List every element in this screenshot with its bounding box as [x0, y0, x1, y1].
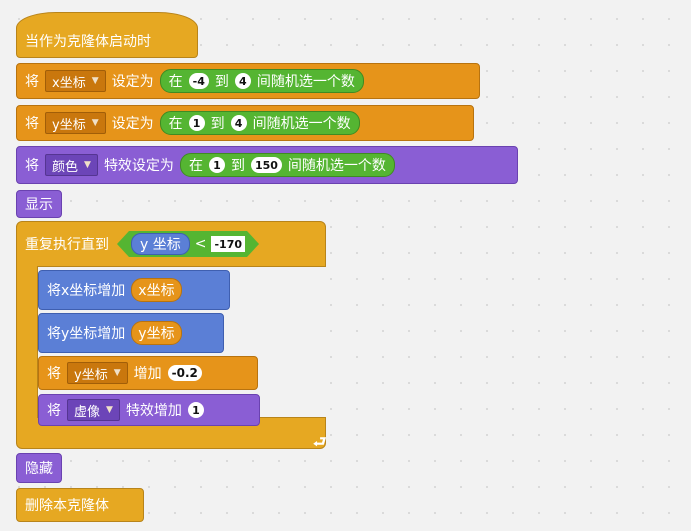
random-from-input[interactable]: -4 [188, 73, 209, 89]
hide-label: 隐藏 [25, 461, 53, 477]
set-to-label: 设定为 [111, 74, 154, 90]
set-x-variable-block[interactable]: 将 x坐标 ▼ 设定为 在 -4 到 4 间随机选一个数 [16, 63, 480, 99]
set-label: 将 [25, 158, 39, 174]
set-effect-to-label: 特效设定为 [103, 158, 174, 174]
variable-name: y坐标 [74, 367, 108, 383]
change-label: 将 [47, 366, 61, 382]
pick-random-suffix: 间随机选一个数 [256, 74, 355, 90]
random-to-input[interactable]: 150 [250, 157, 282, 173]
delete-this-clone-block[interactable]: 删除本克隆体 [16, 488, 144, 522]
random-to-input[interactable]: 4 [234, 73, 251, 89]
variable-dropdown[interactable]: y坐标 ▼ [45, 112, 106, 134]
pick-random-block[interactable]: 在 1 到 4 间随机选一个数 [159, 111, 360, 135]
change-effect-by-label: 特效增加 [125, 403, 182, 419]
hide-block[interactable]: 隐藏 [16, 453, 62, 483]
effect-name: 颜色 [52, 159, 79, 175]
chevron-down-icon: ▼ [91, 76, 99, 86]
change-y-block[interactable]: 将y坐标增加 y坐标 [38, 313, 224, 353]
y-position-reporter[interactable]: y 坐标 [131, 233, 190, 255]
variable-dropdown[interactable]: y坐标 ▼ [67, 362, 128, 384]
set-label: 将 [25, 116, 39, 132]
show-label: 显示 [25, 197, 53, 213]
set-y-variable-block[interactable]: 将 y坐标 ▼ 设定为 在 1 到 4 间随机选一个数 [16, 105, 474, 141]
change-x-block[interactable]: 将x坐标增加 x坐标 [38, 270, 230, 310]
set-to-label: 设定为 [111, 116, 154, 132]
change-y-label: 将y坐标增加 [47, 326, 126, 342]
pick-random-block[interactable]: 在 -4 到 4 间随机选一个数 [159, 69, 364, 93]
effect-dropdown[interactable]: 虚像 ▼ [67, 399, 120, 421]
chevron-down-icon: ▼ [106, 405, 113, 415]
pick-random-prefix: 在 [168, 116, 183, 132]
pick-random-to: 到 [230, 158, 245, 174]
delete-clone-label: 删除本克隆体 [25, 498, 109, 514]
change-variable-block[interactable]: 将 y坐标 ▼ 增加 -0.2 [38, 356, 258, 390]
when-clone-label: 当作为克隆体启动时 [25, 34, 151, 50]
pick-random-to: 到 [210, 116, 225, 132]
chevron-down-icon: ▼ [91, 118, 99, 128]
chevron-down-icon: ▼ [113, 368, 121, 378]
set-label: 将 [25, 74, 39, 90]
effect-dropdown[interactable]: 颜色 ▼ [45, 154, 98, 176]
loop-arrow-icon: ⮐ [313, 433, 327, 451]
variable-name: y坐标 [52, 117, 86, 133]
pick-random-suffix: 间随机选一个数 [252, 116, 351, 132]
change-amount-input[interactable]: -0.2 [167, 365, 202, 381]
x-variable-reporter[interactable]: x坐标 [131, 278, 182, 302]
random-to-input[interactable]: 4 [230, 115, 247, 131]
variable-name: x坐标 [52, 75, 86, 91]
change-effect-block[interactable]: 将 虚像 ▼ 特效增加 1 [38, 394, 260, 426]
random-from-input[interactable]: 1 [188, 115, 205, 131]
pick-random-block[interactable]: 在 1 到 150 间随机选一个数 [179, 153, 395, 177]
pick-random-prefix: 在 [188, 158, 203, 174]
y-variable-reporter[interactable]: y坐标 [131, 321, 182, 345]
repeat-until-label: 重复执行直到 [25, 237, 109, 253]
pick-random-prefix: 在 [168, 74, 183, 90]
change-label: 将 [47, 403, 61, 419]
when-start-as-clone-block[interactable]: 当作为克隆体启动时 [16, 12, 198, 58]
effect-name: 虚像 [74, 404, 101, 420]
less-than-operator[interactable]: y 坐标 < -170 [117, 231, 259, 257]
change-x-label: 将x坐标增加 [47, 283, 126, 299]
show-block[interactable]: 显示 [16, 190, 62, 218]
set-color-effect-block[interactable]: 将 颜色 ▼ 特效设定为 在 1 到 150 间随机选一个数 [16, 146, 518, 184]
change-by-label: 增加 [133, 366, 162, 382]
compare-value-input[interactable]: -170 [211, 236, 245, 252]
random-from-input[interactable]: 1 [208, 157, 225, 173]
pick-random-to: 到 [214, 74, 229, 90]
less-than-symbol: < [194, 236, 207, 252]
chevron-down-icon: ▼ [84, 160, 91, 170]
variable-dropdown[interactable]: x坐标 ▼ [45, 70, 106, 92]
pick-random-suffix: 间随机选一个数 [287, 158, 386, 174]
effect-amount-input[interactable]: 1 [187, 402, 204, 418]
